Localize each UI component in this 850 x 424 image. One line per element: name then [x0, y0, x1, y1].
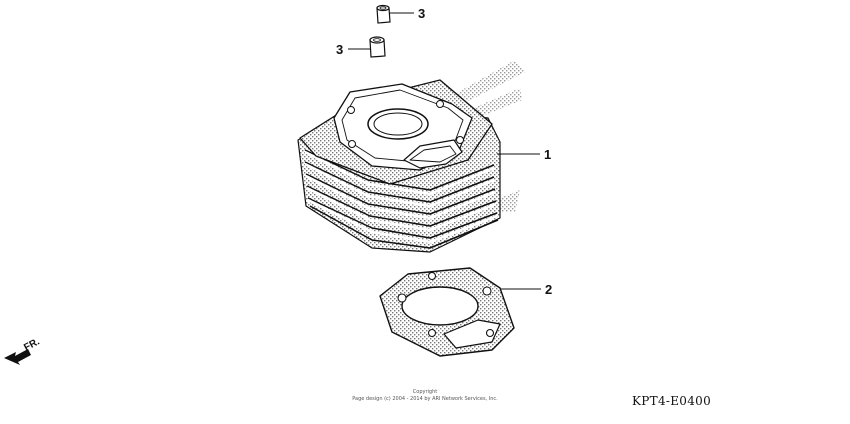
- cylinder[interactable]: [297, 79, 540, 253]
- callout-label: 2: [545, 282, 552, 297]
- diagram-code: KPT4-E0400: [632, 394, 712, 408]
- callout-label: 3: [418, 6, 425, 21]
- dowel-pin-lower[interactable]: [348, 36, 386, 58]
- copyright-line: Copyright: [412, 389, 438, 395]
- front-direction-label: FR.: [22, 336, 42, 353]
- copyright-notice: Page design (c) 2004 - 2014 by ARI Netwo…: [352, 396, 498, 402]
- callout-label: 1: [544, 147, 551, 162]
- dowel-pin-upper[interactable]: [376, 4, 414, 24]
- callout-label: 3: [336, 42, 343, 57]
- front-direction-arrow: FR.: [4, 336, 42, 365]
- cylinder-gasket[interactable]: [379, 267, 541, 357]
